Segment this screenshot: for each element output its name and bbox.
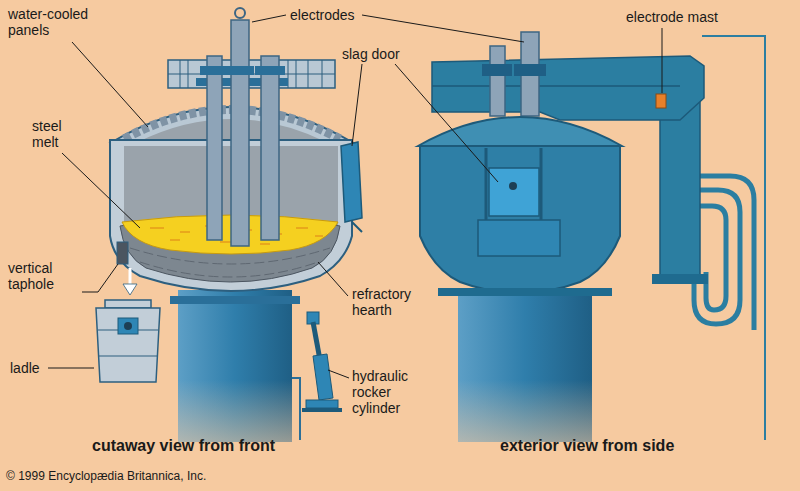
cooling-pipes (694, 176, 754, 330)
slag-door (478, 148, 560, 256)
part-label: vertical taphole (8, 260, 80, 292)
view-caption: exterior view from side (500, 437, 674, 455)
pedestal (458, 290, 592, 442)
part-label: water-cooled panels (8, 6, 104, 38)
taphole (117, 242, 128, 264)
ladle (96, 300, 160, 382)
mast-marker (656, 94, 666, 108)
electrode-frame (168, 60, 335, 88)
electrodes (200, 8, 285, 246)
copyright-note: © 1999 Encyclopædia Britannica, Inc. (6, 470, 206, 484)
leader-lines (48, 15, 662, 378)
cutaway-furnace (96, 8, 362, 442)
view-caption: cutaway view from front (92, 437, 275, 455)
mast (660, 96, 700, 276)
part-label: electrode mast (626, 9, 718, 25)
part-label: refractory hearth (352, 286, 436, 318)
part-label: ladle (10, 360, 40, 376)
part-label: electrodes (290, 7, 355, 23)
pedestal (178, 290, 292, 442)
hearth (120, 216, 340, 282)
hydraulic-cylinder (302, 312, 342, 412)
part-label: slag door (342, 46, 400, 62)
part-label: steel melt (32, 118, 74, 150)
electrode-arm (432, 56, 704, 120)
part-label: hydraulic rocker cylinder (352, 368, 436, 416)
steel-melt (122, 215, 338, 254)
furnace-body (420, 146, 620, 293)
exterior-furnace (418, 32, 765, 442)
slag-door (341, 142, 362, 222)
